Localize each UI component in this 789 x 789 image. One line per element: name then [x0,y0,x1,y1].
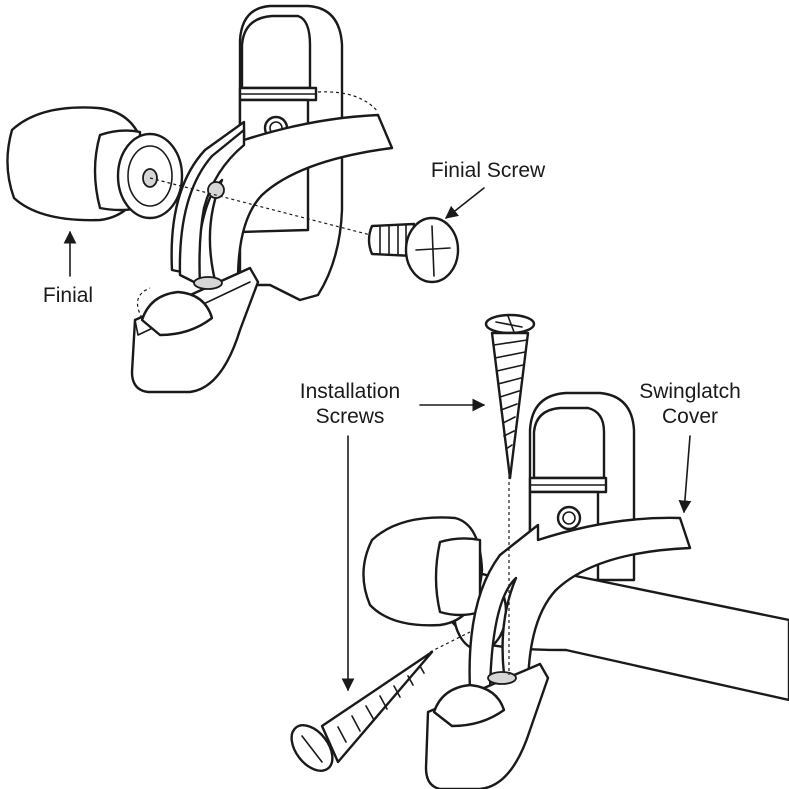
finial-callout: Finial [43,230,93,307]
finial-alignment-line [149,177,383,239]
finial-screw-arrow [444,187,485,219]
latch-base-foot [130,266,260,394]
finial-screw-label: Finial Screw [431,159,546,182]
installed-base-dome [432,683,506,728]
finial-screw-head [404,216,460,284]
finial-screw-callout: Finial Screw [431,159,546,219]
swinglatch-cover-label-line1: Swinglatch [639,380,741,403]
rotation-indicator-top [317,91,379,113]
base-foot-edge [134,281,251,336]
vertical-screw-shank [490,331,530,480]
rotation-indicator-bottom [136,287,151,319]
swinglatch-cover-label-line2: Cover [662,405,718,428]
installed-swinglatch-arm [468,516,692,702]
installed-base-hole [487,671,517,685]
arm-hole [207,181,225,199]
finial-label: Finial [43,284,93,307]
swinglatch-flange [178,128,246,287]
swinglatch-cover-arrow [678,435,692,514]
swinglatch-cover-callout: Swinglatch Cover [639,380,741,514]
base-dome [140,290,214,337]
angled-screw-alignment [429,631,471,653]
base-screw-hole [193,276,223,290]
installation-screws-label-line2: Screws [316,405,385,428]
installation-screw-vertical [484,313,536,480]
installation-screws-label-line1: Installation [300,380,400,403]
exploded-latch-assembly [6,4,460,394]
installed-dome-cap [532,406,606,480]
installation-screw-angled [290,650,434,772]
finial-screw [367,216,460,284]
installed-pivot-hole [556,505,582,531]
installation-screws-callout: Installation Screws [300,380,486,692]
installed-base-foot [424,662,550,789]
angled-screw-shank [320,650,434,764]
installed-latch-assembly [290,313,789,789]
installed-finial-neck [434,537,482,617]
finial-washer-inner [127,145,173,207]
latch-dome-cap [240,14,312,90]
screw-slot-v [431,225,435,277]
